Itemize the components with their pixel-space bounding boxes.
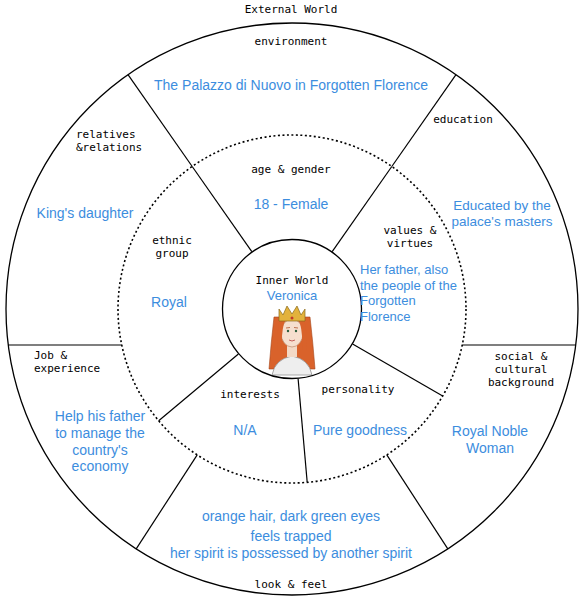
outer-circle	[6, 23, 578, 595]
inner-world-circle: Inner WorldVeronica	[222, 239, 362, 379]
category-label: social & cultural background	[485, 350, 557, 390]
category-value: Veronica	[267, 288, 318, 304]
category-value: Royal Noble Woman	[445, 423, 535, 457]
personality-sector: personalityPure goodness	[310, 380, 410, 441]
category-value: Educated by the palace's masters	[446, 198, 558, 230]
category-label: interests	[220, 388, 280, 401]
inner-circle	[223, 240, 362, 379]
category-value: 18 - Female	[254, 196, 329, 213]
category-value: Help his father to manage the country's …	[50, 408, 150, 475]
category-label: Job & experience	[34, 349, 106, 375]
category-value: her spirit is possessed by another spiri…	[170, 545, 412, 562]
portrait-illustration	[269, 306, 315, 375]
category-value: orange hair, dark green eyes	[202, 508, 380, 525]
category-label: education	[433, 113, 493, 126]
education-sector: educationEducated by the palace's master…	[430, 110, 561, 233]
environment-sector: environmentThe Palazzo di Nuovo in Forgo…	[151, 32, 431, 96]
sector-dividers	[8, 75, 575, 549]
category-value: feels trapped	[251, 528, 332, 545]
category-label: environment	[255, 35, 328, 48]
category-value: King's daughter	[37, 205, 134, 222]
category-value: Her father, also the people of the Forgo…	[360, 262, 458, 324]
category-label: look & feel	[255, 578, 328, 591]
inner-circle-outline	[222, 239, 362, 379]
category-label: values & virtues	[380, 224, 440, 250]
category-value: The Palazzo di Nuovo in Forgotten Floren…	[154, 77, 428, 94]
job-sector: Job & experienceHelp his father to manag…	[31, 346, 153, 478]
values-sector: values & virtuesHer father, also the peo…	[357, 221, 461, 328]
category-label: personality	[322, 383, 395, 396]
ethnic-group-sector: ethnic groupRoyal	[143, 231, 201, 314]
category-label: External World	[245, 3, 338, 16]
relatives-sector: relatives &relationsKing's daughter	[34, 125, 151, 224]
category-label: relatives &relations	[76, 128, 148, 154]
category-value: Pure goodness	[313, 422, 407, 439]
dotted-circle	[118, 135, 466, 483]
category-value: N/A	[233, 422, 256, 439]
category-value: Royal	[151, 294, 187, 311]
category-label: ethnic group	[146, 234, 198, 260]
social-background-sector: social & cultural backgroundRoyal Noble …	[442, 347, 560, 460]
category-label: age & gender	[251, 163, 330, 176]
interests-sector: interestsN/A	[217, 385, 283, 441]
category-label: Inner World	[256, 274, 329, 287]
age-gender-sector: age & gender 18 - Female	[248, 160, 333, 215]
